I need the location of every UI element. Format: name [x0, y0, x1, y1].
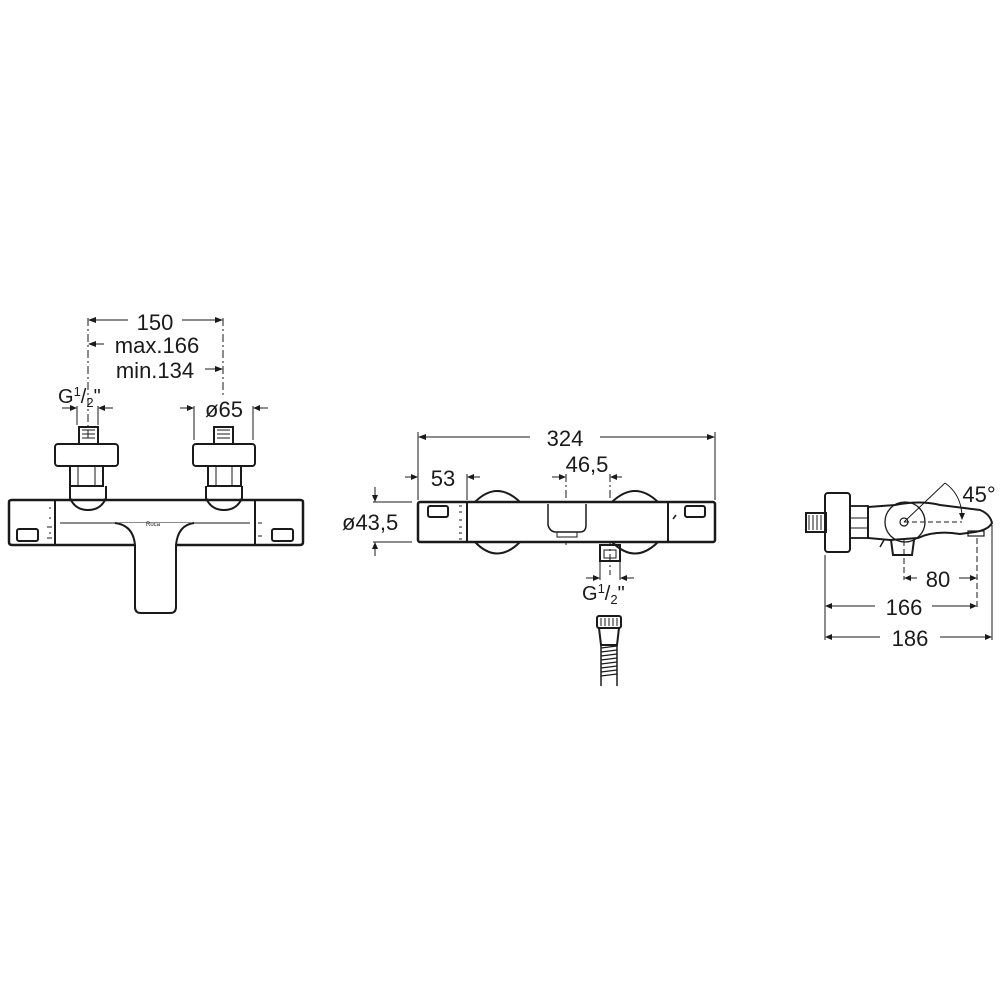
inlet-thread-label: G1/2"	[58, 384, 101, 410]
spout-angle: 45°	[962, 482, 995, 507]
dim-spacing: 150	[137, 310, 174, 335]
outlet-thread-label: G1/2"	[582, 581, 625, 607]
handle-offset: 53	[431, 466, 455, 491]
body-diameter: ø43,5	[342, 510, 398, 535]
brand-mark: Roca	[146, 522, 161, 528]
dim-min: min.134	[116, 358, 194, 383]
spout-reach: 80	[926, 567, 950, 592]
depth-to-spout: 166	[886, 595, 923, 620]
dim-max: max.166	[115, 333, 199, 358]
overall-length: 324	[547, 426, 584, 451]
outlet-offset: 46,5	[566, 452, 609, 477]
overall-depth: 186	[892, 626, 929, 651]
escutcheon-diameter: ø65	[205, 397, 243, 422]
front-view: Roca 150 max.166 min.134 G1/2" ø65	[7, 310, 305, 614]
side-view: 45° 80 166 186	[805, 482, 996, 651]
top-view: 324 53 46,5 ø43,5 G1/2"	[342, 426, 717, 686]
